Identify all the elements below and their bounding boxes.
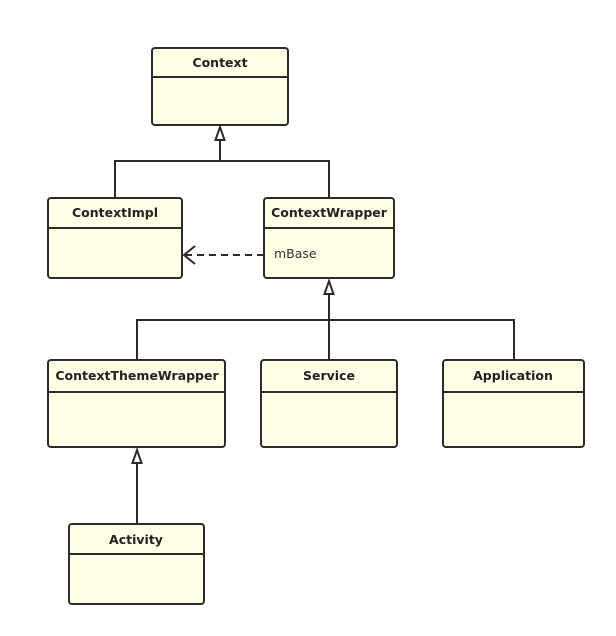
attribute-mbase: mBase bbox=[274, 246, 317, 261]
class-box bbox=[47, 359, 226, 448]
class-box bbox=[263, 197, 395, 279]
class-box bbox=[151, 47, 289, 126]
class-context-wrapper[interactable]: ContextWrapper mBase bbox=[263, 197, 395, 279]
generalization-application-to-context-wrapper bbox=[329, 319, 515, 360]
class-name: ContextThemeWrapper bbox=[55, 368, 219, 383]
class-activity[interactable]: Activity bbox=[68, 523, 205, 605]
class-box bbox=[47, 197, 183, 279]
class-context-impl[interactable]: ContextImpl bbox=[47, 197, 183, 279]
class-box bbox=[442, 359, 585, 448]
inheritance-arrowhead-context-theme-wrapper bbox=[131, 446, 143, 464]
class-name: Context bbox=[192, 55, 247, 70]
class-context-theme-wrapper[interactable]: ContextThemeWrapper bbox=[47, 359, 226, 448]
class-name: Activity bbox=[109, 532, 163, 547]
inheritance-arrowhead-context-wrapper bbox=[323, 277, 335, 295]
generalization-context-impl-to-context bbox=[114, 160, 220, 198]
inheritance-arrowhead-context bbox=[214, 123, 226, 141]
generalization-context-wrapper-to-context bbox=[219, 140, 330, 198]
class-name: ContextWrapper bbox=[271, 205, 388, 220]
class-box bbox=[260, 359, 398, 448]
generalization-context-theme-wrapper-to-context-wrapper bbox=[136, 319, 329, 360]
class-box bbox=[68, 523, 205, 605]
dependency-arrowhead bbox=[182, 245, 196, 265]
class-name: ContextImpl bbox=[72, 205, 158, 220]
class-context[interactable]: Context bbox=[151, 47, 289, 126]
class-service[interactable]: Service bbox=[260, 359, 398, 448]
class-application[interactable]: Application bbox=[442, 359, 585, 448]
class-name: Service bbox=[303, 368, 355, 383]
class-name: Application bbox=[473, 368, 553, 383]
connectors bbox=[114, 123, 515, 524]
